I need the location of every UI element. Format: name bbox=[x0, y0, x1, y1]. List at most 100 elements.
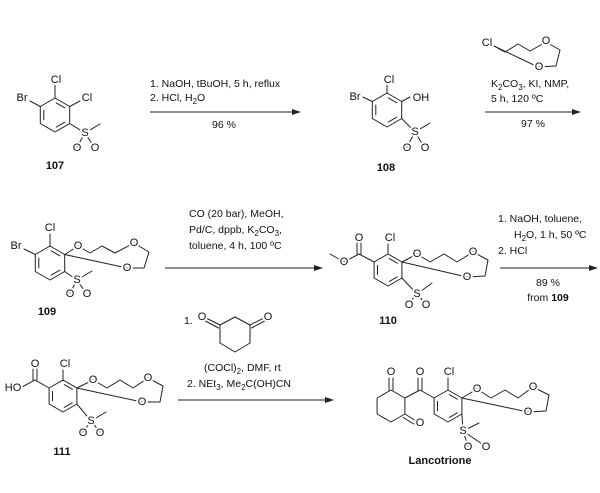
atom-o: O bbox=[469, 246, 478, 258]
atom-oh: HO bbox=[5, 382, 22, 394]
compound-label: 111 bbox=[53, 446, 70, 458]
atom-o: O bbox=[413, 248, 422, 260]
reagent-line: 2. NEt3, Me2C(OH)CN bbox=[187, 378, 291, 392]
compound-108: Cl Br OH S O O 108 bbox=[348, 72, 432, 174]
benzene-ring bbox=[48, 379, 78, 413]
atom-s: S bbox=[413, 288, 420, 300]
reagent-bonds bbox=[493, 41, 561, 68]
atom-o: O bbox=[130, 237, 139, 249]
yield-basis: from 109 bbox=[527, 292, 569, 304]
step-number: 1. bbox=[184, 315, 193, 327]
yield: 96 % bbox=[212, 119, 236, 131]
reagent-line: 5 h, 120 ºC bbox=[491, 93, 544, 105]
substituent-bonds bbox=[362, 84, 431, 148]
benzene-ring bbox=[373, 253, 403, 287]
atom-oh: OH bbox=[413, 92, 430, 104]
atom-br: Br bbox=[17, 92, 28, 104]
atom-o: O bbox=[83, 288, 92, 300]
compound-109: Cl Br O O O S O O 109 bbox=[9, 220, 150, 318]
compound-111: Cl O HO O O O S O O 111 bbox=[3, 356, 164, 458]
atom-o: O bbox=[529, 381, 538, 393]
atom-o: O bbox=[73, 142, 82, 154]
atom-cl: Cl bbox=[482, 37, 492, 49]
reagent-line: 1. NaOH, tBuOH, 5 h, reflux bbox=[150, 78, 281, 90]
atom-o: O bbox=[31, 358, 40, 370]
substituent-bonds bbox=[388, 377, 550, 447]
reagent-line: 2. HCl, H2O bbox=[150, 92, 205, 106]
atom-o: O bbox=[66, 288, 75, 300]
atom-cl: Cl bbox=[385, 232, 395, 244]
cyclohexane-ring bbox=[376, 389, 406, 423]
substituent-bonds bbox=[23, 233, 150, 294]
atom-o: O bbox=[405, 299, 414, 311]
arrowhead bbox=[325, 397, 334, 403]
reagent-line: toluene, 4 h, 100 ºC bbox=[189, 240, 282, 252]
atom-o: O bbox=[89, 374, 98, 386]
arrowhead bbox=[314, 265, 323, 271]
atom-cl: Cl bbox=[82, 92, 92, 104]
compound-label: Lancotrione bbox=[409, 455, 472, 467]
arrowhead bbox=[572, 109, 581, 115]
atom-cl: Cl bbox=[384, 74, 394, 86]
arrowhead bbox=[589, 265, 598, 271]
benzene-ring bbox=[39, 97, 71, 133]
atom-o: O bbox=[198, 311, 207, 323]
benzene-ring bbox=[433, 389, 463, 423]
atom-o: O bbox=[96, 427, 105, 439]
atom-o: O bbox=[79, 427, 88, 439]
reagent-cyclohexanedione: O O bbox=[196, 309, 275, 353]
reagent-line: H2O, 1 h, 50 ºC bbox=[514, 229, 587, 243]
atom-s: S bbox=[459, 425, 466, 437]
compound-label: 108 bbox=[377, 162, 395, 174]
atom-o: O bbox=[482, 441, 491, 453]
substituent-bonds bbox=[19, 368, 164, 433]
atom-s: S bbox=[81, 127, 88, 139]
reagent-line: CO (20 bar), MeOH, bbox=[189, 208, 284, 220]
atom-o: O bbox=[422, 299, 431, 311]
atom-cl: Cl bbox=[444, 366, 454, 378]
atom-s: S bbox=[87, 415, 94, 427]
reagent-line: 2. HCl bbox=[498, 245, 527, 257]
compound-label: 110 bbox=[379, 315, 397, 327]
atom-o: O bbox=[421, 142, 430, 154]
atom-o: O bbox=[416, 417, 425, 429]
reagent-chloroethyl-dioxolane: Cl O O bbox=[480, 33, 561, 75]
step-4: 1. NaOH, toluene, H2O, 1 h, 50 ºC 2. HCl… bbox=[498, 213, 598, 304]
yield: 89 % bbox=[536, 277, 560, 289]
atom-o: O bbox=[340, 256, 349, 268]
atom-o: O bbox=[355, 232, 364, 244]
atom-o: O bbox=[464, 441, 473, 453]
substituent-bonds bbox=[29, 83, 101, 148]
atom-o: O bbox=[144, 372, 153, 384]
atom-o: O bbox=[74, 240, 83, 252]
atom-o: O bbox=[123, 262, 132, 274]
compound-110: Cl O O O O O S O O 110 bbox=[329, 230, 489, 327]
reagent-line: 1. NaOH, toluene, bbox=[498, 213, 582, 225]
atom-br: Br bbox=[350, 91, 361, 103]
atom-cl: Cl bbox=[60, 358, 70, 370]
atom-cl: Cl bbox=[51, 74, 61, 86]
step-2: Cl O O K2CO3, KI, NMP, 5 h, 120 ºC 97 % bbox=[480, 33, 581, 130]
compound-label: 109 bbox=[38, 306, 56, 318]
atom-br: Br bbox=[11, 240, 22, 252]
benzene-ring bbox=[371, 92, 403, 128]
atom-s: S bbox=[411, 126, 418, 138]
arrowhead bbox=[292, 109, 301, 115]
reagent-line: (COCl)2, DMF, rt bbox=[204, 362, 281, 376]
step-3: CO (20 bar), MeOH, Pd/C, dppb, K2CO3, to… bbox=[165, 208, 323, 271]
atom-o: O bbox=[264, 311, 273, 323]
atom-o: O bbox=[463, 271, 472, 283]
atom-o: O bbox=[403, 142, 412, 154]
reagent-bonds bbox=[204, 316, 266, 353]
atom-o: O bbox=[387, 366, 396, 378]
substituent-bonds bbox=[329, 242, 489, 304]
benzene-ring bbox=[34, 245, 66, 281]
atom-o: O bbox=[416, 366, 425, 378]
compound-label: 107 bbox=[46, 160, 64, 172]
atom-o: O bbox=[91, 142, 100, 154]
atom-s: S bbox=[73, 274, 80, 286]
reagent-line: Pd/C, dppb, K2CO3, bbox=[189, 224, 282, 238]
compound-107: Cl Br Cl S O O 107 bbox=[15, 72, 102, 172]
step-5: 1. O O (COCl)2, DMF, rt 2. NEt3, Me2C(OH… bbox=[178, 309, 334, 403]
